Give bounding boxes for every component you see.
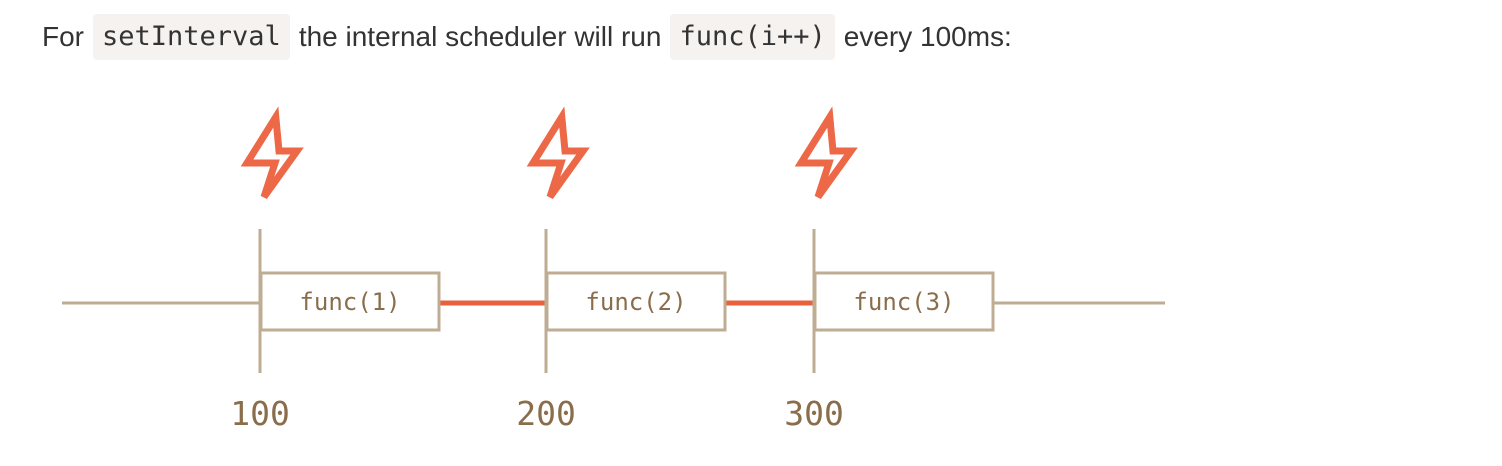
call-1: func(1) 100 (230, 106, 441, 433)
code-setinterval: setInterval (93, 14, 290, 60)
call-label: func(2) (585, 288, 686, 316)
time-label: 200 (516, 394, 576, 433)
call-box (813, 271, 995, 332)
lightning-bolt-icon (240, 106, 304, 200)
intro-prefix: For (42, 21, 84, 52)
call-3: func(3) 300 (784, 106, 995, 433)
call-box (545, 271, 727, 332)
intro-text: For setInterval the internal scheduler w… (42, 12, 1012, 62)
call-box (259, 271, 441, 332)
code-func-increment: func(i++) (670, 14, 835, 60)
intro-middle: the internal scheduler will run (298, 21, 662, 52)
lightning-bolt-icon (526, 106, 590, 200)
call-label: func(1) (299, 288, 400, 316)
call-2: func(2) 200 (516, 106, 727, 433)
intro-suffix: every 100ms: (843, 21, 1012, 52)
lightning-bolt-icon (794, 106, 858, 200)
time-label: 100 (230, 394, 290, 433)
call-label: func(3) (853, 288, 954, 316)
time-label: 300 (784, 394, 844, 433)
